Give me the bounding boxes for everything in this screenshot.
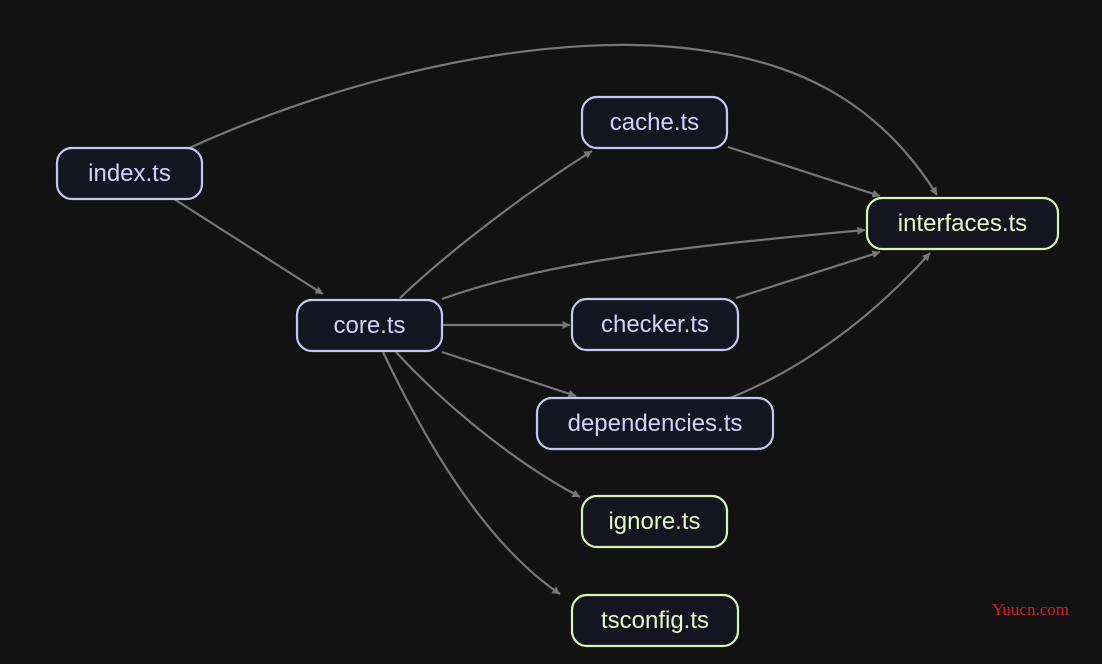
edge-checker-to-interfaces (735, 250, 881, 300)
edge-core-to-tsconfig (382, 351, 561, 595)
node-label: dependencies.ts (568, 410, 743, 437)
node-interfaces: interfaces.ts (865, 196, 1060, 251)
node-box (580, 95, 729, 150)
nodes-layer: index.ts core.ts cache.ts checker.ts depende… (55, 95, 1060, 648)
node-index: index.ts (55, 146, 204, 201)
node-label: cache.ts (610, 109, 699, 136)
node-label: index.ts (88, 160, 171, 187)
node-label: interfaces.ts (898, 210, 1027, 237)
node-box (295, 298, 444, 353)
edge-cache-to-interfaces (727, 145, 881, 198)
node-box (580, 494, 729, 549)
node-box (55, 146, 204, 201)
watermark-text: Yuucn.com (992, 600, 1069, 619)
edge-core-to-ignore (395, 351, 581, 498)
node-box (535, 396, 775, 451)
edge-dependencies-to-interfaces (729, 252, 931, 400)
edge-index-to-core (173, 198, 324, 295)
node-cache: cache.ts (580, 95, 729, 150)
node-box (570, 297, 740, 352)
node-label: checker.ts (601, 311, 709, 338)
node-box (570, 593, 740, 648)
node-label: ignore.ts (608, 508, 700, 535)
node-label: core.ts (333, 312, 405, 339)
node-label: tsconfig.ts (601, 607, 709, 634)
node-core: core.ts (295, 298, 444, 353)
edge-index-to-interfaces (186, 43, 938, 196)
node-box (865, 196, 1060, 251)
node-dependencies: dependencies.ts (535, 396, 775, 451)
edge-core-to-interfaces (441, 226, 866, 301)
node-checker: checker.ts (570, 297, 740, 352)
edge-core-to-dependencies (441, 350, 577, 398)
node-tsconfig: tsconfig.ts (570, 593, 740, 648)
node-ignore: ignore.ts (580, 494, 729, 549)
edge-core-to-cache (399, 150, 593, 299)
edges-layer (173, 43, 938, 595)
